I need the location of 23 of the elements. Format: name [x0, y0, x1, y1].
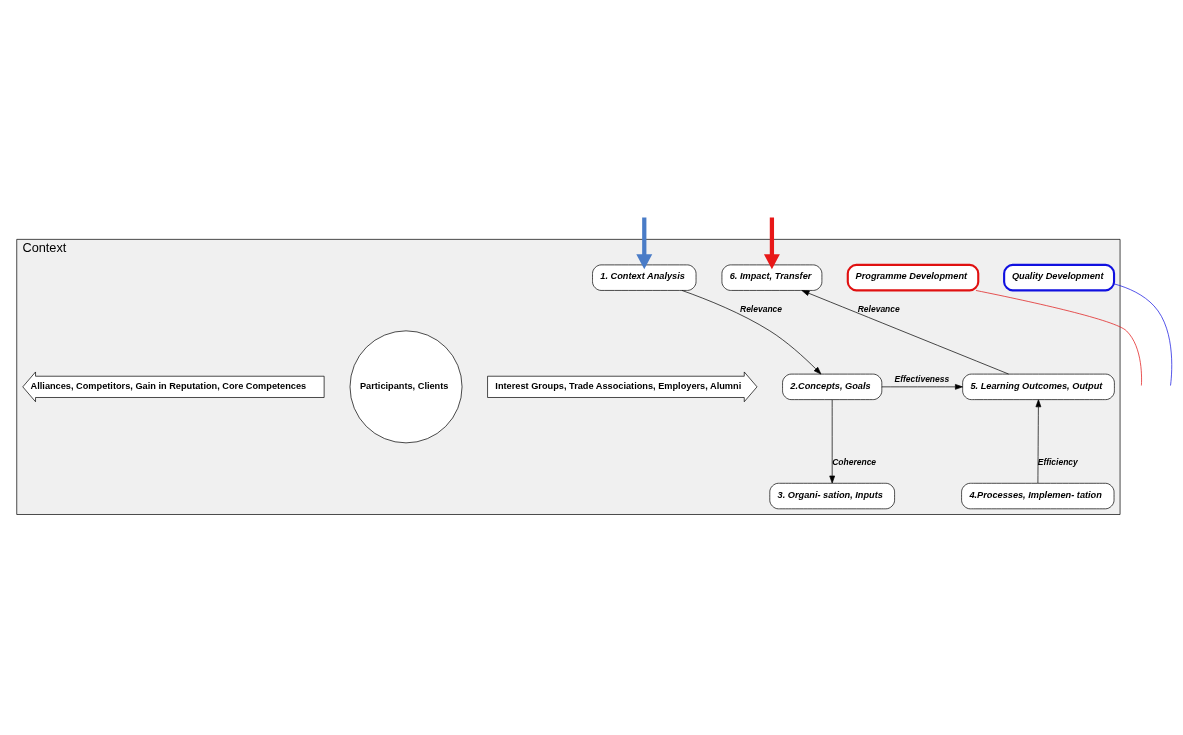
- node-box: 6. Impact, Transfer: [721, 264, 823, 291]
- node-box: 4.Processes, Implemen- tation: [961, 482, 1115, 510]
- edge-label: Relevance: [857, 304, 900, 315]
- node-box: Quality Development: [1003, 263, 1116, 292]
- node-box: 2.Concepts, Goals: [782, 373, 883, 400]
- edge-label: Relevance: [740, 304, 783, 315]
- arrow: [801, 290, 1009, 375]
- node-box: 3. Organi- sation, Inputs: [769, 482, 895, 510]
- arrow: [763, 217, 780, 270]
- node-box: Programme Development: [846, 263, 980, 292]
- connector: [975, 290, 1142, 386]
- arrow: [1035, 399, 1042, 484]
- edge-label: Efficiency: [1037, 456, 1078, 467]
- connector: [1113, 283, 1173, 386]
- edge-label: Effectiveness: [894, 373, 950, 384]
- node-box: 5. Learning Outcomes, Output: [962, 373, 1115, 400]
- edge-label: Coherence: [832, 456, 877, 467]
- arrow: [829, 399, 836, 484]
- arrow: [881, 384, 963, 390]
- node-box: 1. Context Analysis: [592, 264, 697, 291]
- node-circle: Participants, Clients: [349, 330, 463, 444]
- arrow: [681, 290, 822, 375]
- arrow: [636, 217, 653, 270]
